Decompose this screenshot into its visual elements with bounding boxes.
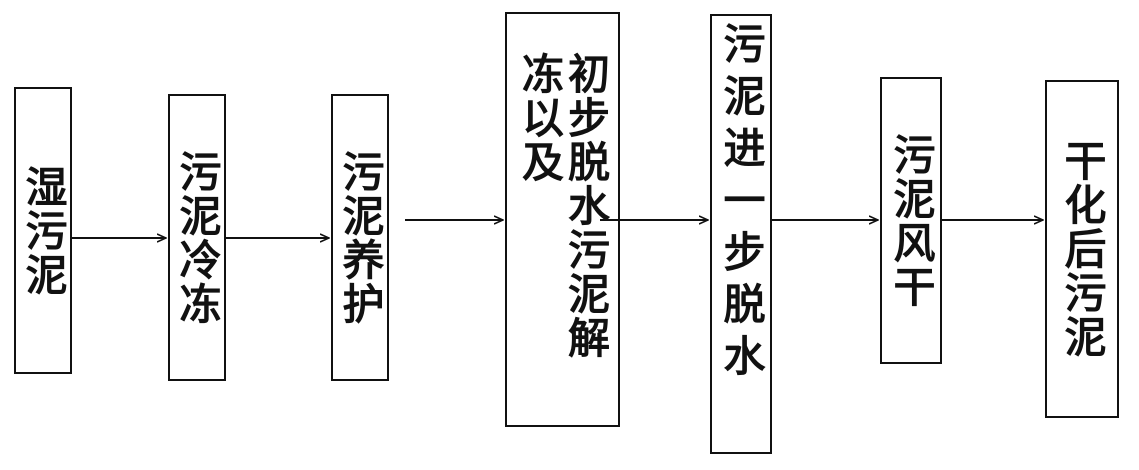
node-thaw-dewater-label: 初步脱水污泥解冻以及 [515, 52, 611, 360]
node-dried-sludge: 干化后污泥 [1045, 80, 1119, 418]
node-sludge-freezing-label: 污泥冷冻 [173, 149, 222, 326]
node-air-drying-label: 污泥风干 [887, 132, 936, 309]
node-air-drying: 污泥风干 [880, 77, 942, 364]
node-sludge-freezing: 污泥冷冻 [168, 94, 226, 381]
node-sludge-curing: 污泥养护 [331, 94, 389, 381]
node-wet-sludge-label: 湿污泥 [19, 164, 68, 297]
node-thaw-dewater: 初步脱水污泥解冻以及 [505, 12, 620, 427]
node-dried-sludge-label: 干化后污泥 [1058, 139, 1107, 359]
node-wet-sludge: 湿污泥 [14, 87, 72, 374]
node-sludge-curing-label: 污泥养护 [336, 149, 385, 326]
node-further-dewater-label: 污泥进一步脱水 [717, 22, 766, 386]
node-further-dewater: 污泥进一步脱水 [710, 14, 772, 454]
